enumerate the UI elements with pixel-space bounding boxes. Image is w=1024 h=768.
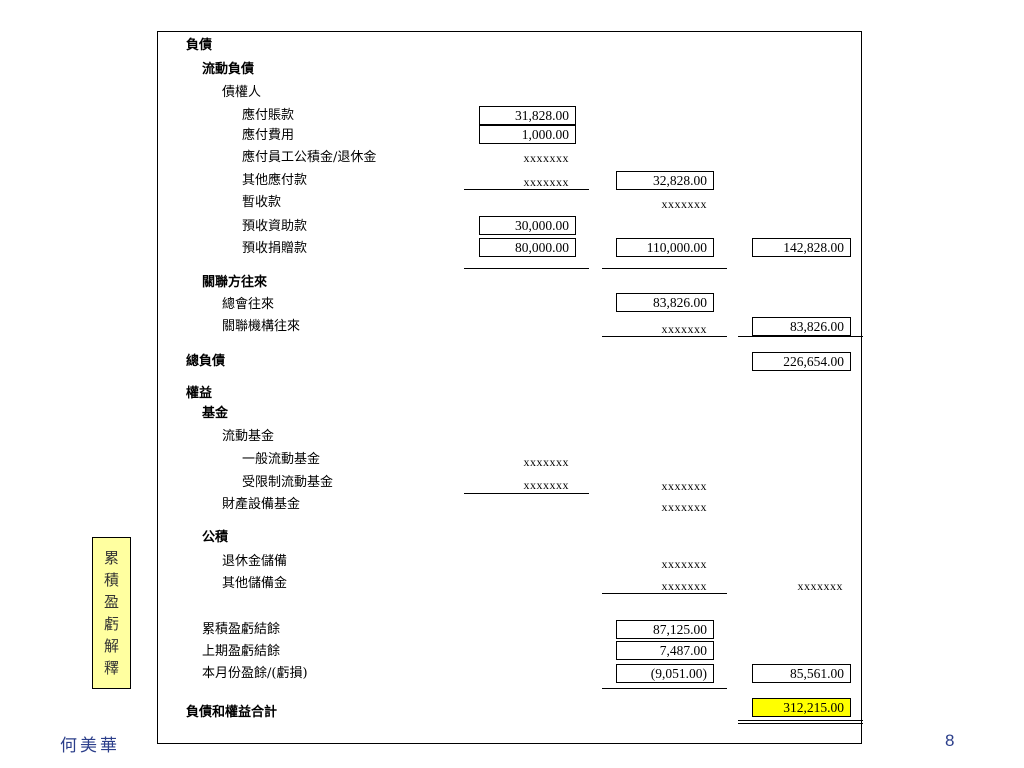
prior-balance-value: 7,487.00 <box>616 641 714 660</box>
prepaid-subtotal: 110,000.00 <box>616 238 714 257</box>
general-fund-label: 一般流動基金 <box>242 452 321 467</box>
fund-heading: 基金 <box>202 406 229 421</box>
other-reserve-value: xxxxxxx <box>661 579 707 593</box>
accumulated-profit-note: 累 積 盈 虧 解 釋 <box>92 537 131 689</box>
side-note-char: 虧 <box>103 615 119 633</box>
prepaid-donation-value: 80,000.00 <box>479 238 576 257</box>
balance-sheet: 負債 流動負債 債權人 應付賬款 31,828.00 應付費用 1,000.00… <box>157 31 863 744</box>
author-name: 何美華 <box>60 736 120 756</box>
underline <box>464 268 589 269</box>
total-liabilities-value: 226,654.00 <box>752 352 851 371</box>
head-office-label: 總會往來 <box>222 297 275 312</box>
underline <box>464 189 589 190</box>
current-fund-label: 流動基金 <box>222 429 275 444</box>
underline <box>602 268 727 269</box>
related-party-total: 83,826.00 <box>752 317 851 336</box>
current-month-label: 本月份盈餘/(虧損) <box>202 666 308 681</box>
underline <box>738 336 863 337</box>
restricted-fund-label: 受限制流動基金 <box>242 475 334 490</box>
staff-fund-label: 應付員工公積金/退休金 <box>242 150 377 165</box>
underline <box>602 688 727 689</box>
grand-total-label: 負債和權益合計 <box>186 705 278 720</box>
double-underline-bottom <box>738 723 863 724</box>
other-payable-value: xxxxxxx <box>523 175 569 189</box>
temp-receipts-value: xxxxxxx <box>661 197 707 211</box>
prior-balance-label: 上期盈虧結餘 <box>202 644 281 659</box>
side-note-char: 釋 <box>103 659 119 677</box>
other-payable-label: 其他應付款 <box>242 173 308 188</box>
current-month-value: (9,051.00) <box>616 664 714 683</box>
retirement-reserve-label: 退休金儲備 <box>222 554 288 569</box>
underline <box>602 593 727 594</box>
prepaid-donation-label: 預收捐贈款 <box>242 241 308 256</box>
expenses-payable-label: 應付費用 <box>242 128 295 143</box>
staff-fund-value: xxxxxxx <box>523 151 569 165</box>
underline <box>602 336 727 337</box>
equipment-fund-value: xxxxxxx <box>661 500 707 514</box>
expenses-payable-value: 1,000.00 <box>479 125 576 144</box>
double-underline-top <box>738 720 863 721</box>
head-office-value: 83,826.00 <box>616 293 714 312</box>
prepaid-grant-value: 30,000.00 <box>479 216 576 235</box>
payables-subtotal: 32,828.00 <box>616 171 714 190</box>
current-liabilities-total: 142,828.00 <box>752 238 851 257</box>
current-liabilities-heading: 流動負債 <box>202 62 255 77</box>
total-liabilities-label: 總負債 <box>186 354 226 369</box>
other-reserve-label: 其他儲備金 <box>222 576 288 591</box>
side-note-char: 累 <box>103 549 119 567</box>
grand-total-value: 312,215.00 <box>752 698 851 717</box>
related-party-heading: 關聯方往來 <box>202 275 268 290</box>
liabilities-heading: 負債 <box>186 38 213 53</box>
equity-heading: 權益 <box>186 386 213 401</box>
reserve-total: xxxxxxx <box>797 579 843 593</box>
prepaid-grant-label: 預收資助款 <box>242 219 308 234</box>
restricted-fund-value: xxxxxxx <box>523 478 569 492</box>
reserve-heading: 公積 <box>202 530 229 545</box>
side-note-char: 盈 <box>103 593 119 611</box>
related-orgs-value: xxxxxxx <box>661 322 707 336</box>
temp-receipts-label: 暫收款 <box>242 195 282 210</box>
general-fund-value: xxxxxxx <box>523 455 569 469</box>
accumulated-balance-label: 累積盈虧結餘 <box>202 622 281 637</box>
underline <box>464 493 589 494</box>
retirement-reserve-value: xxxxxxx <box>661 557 707 571</box>
retained-earnings-total: 85,561.00 <box>752 664 851 683</box>
accounts-payable-label: 應付賬款 <box>242 108 295 123</box>
accumulated-balance-value: 87,125.00 <box>616 620 714 639</box>
accounts-payable-value: 31,828.00 <box>479 106 576 125</box>
related-orgs-label: 關聯機構往來 <box>222 319 301 334</box>
creditors-label: 債權人 <box>222 85 262 100</box>
page-number: 8 <box>945 731 955 750</box>
equipment-fund-label: 財產設備基金 <box>222 497 301 512</box>
side-note-char: 積 <box>103 571 119 589</box>
current-fund-subtotal: xxxxxxx <box>661 479 707 493</box>
side-note-char: 解 <box>103 637 119 655</box>
